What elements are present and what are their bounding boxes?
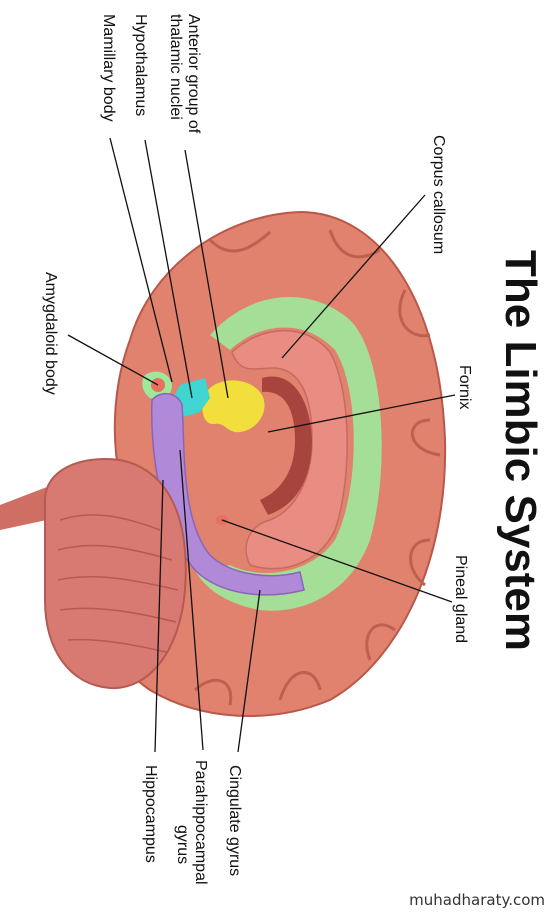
leader-hippocampus bbox=[154, 479, 164, 753]
leader-lines bbox=[67, 137, 456, 753]
gyri-detail bbox=[193, 229, 441, 706]
label-cingulate-gyrus: Cingulate gyrus bbox=[226, 765, 243, 876]
label-hippocampus: Hippocampus bbox=[142, 765, 159, 863]
label-corpus-callosum: Corpus callosum bbox=[430, 135, 447, 254]
leader-parahippocampal-gyrus bbox=[179, 449, 204, 751]
leader-anterior-thalamic bbox=[184, 149, 229, 399]
label-anterior-thalamic-line2: thalamic nuclei bbox=[167, 14, 184, 120]
leader-amygdaloid-body bbox=[67, 334, 159, 386]
watermark: muhadharaty.com bbox=[409, 891, 545, 909]
leader-pineal-gland bbox=[221, 519, 453, 603]
cerebellum bbox=[44, 458, 187, 690]
label-amygdaloid-body: Amygdaloid body bbox=[42, 272, 59, 395]
labels: Anterior group of thalamic nuclei Hypoth… bbox=[42, 14, 473, 885]
label-mamillary-body: Mamillary body bbox=[100, 14, 117, 122]
leader-mamillary-body bbox=[109, 137, 173, 383]
corpus-callosum-region bbox=[231, 329, 348, 570]
leader-corpus-callosum bbox=[281, 194, 426, 359]
label-parahippocampal-line1: Parahippocampal bbox=[192, 760, 209, 885]
label-hypothalamus: Hypothalamus bbox=[132, 14, 149, 116]
leader-cingulate-gyrus bbox=[237, 589, 261, 753]
anterior-thalamic-nuclei-region bbox=[202, 380, 265, 433]
cerebellum-folia bbox=[57, 514, 179, 653]
leader-fornix bbox=[267, 394, 456, 433]
label-pineal-gland: Pineal gland bbox=[452, 555, 469, 643]
leader-hypothalamus bbox=[144, 139, 193, 399]
label-fornix: Fornix bbox=[456, 365, 473, 409]
label-anterior-thalamic-line1: Anterior group of bbox=[185, 14, 202, 134]
label-parahippocampal-line2: gyrus bbox=[174, 825, 191, 864]
brain-illustration bbox=[0, 210, 447, 718]
diagram-title: The Limbic System bbox=[496, 250, 545, 651]
fornix-region bbox=[260, 376, 312, 515]
